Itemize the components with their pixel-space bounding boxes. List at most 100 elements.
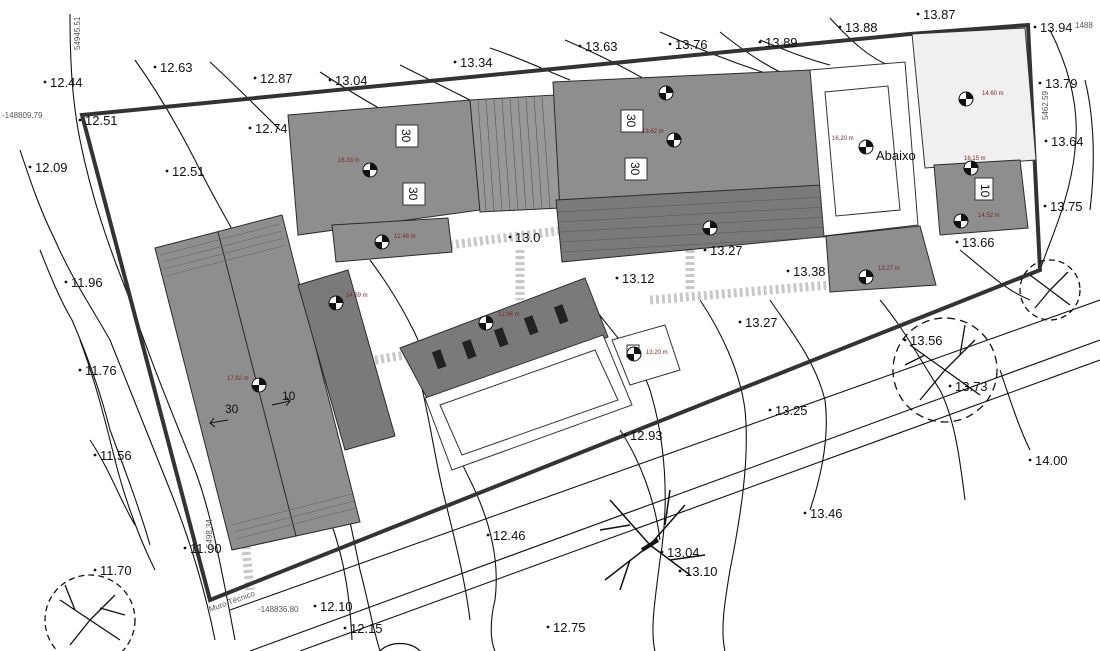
contour-line bbox=[959, 249, 1031, 301]
spot-elevation-label: 13.89 bbox=[765, 35, 798, 50]
slope-label: 30 bbox=[624, 114, 638, 128]
spot-elevation-label: 11.96 bbox=[71, 275, 103, 290]
tree bbox=[599, 489, 706, 591]
garden-gravel bbox=[911, 27, 1037, 169]
spot-elevation-label: 12.09 bbox=[35, 160, 68, 175]
road-edge bbox=[249, 339, 1100, 651]
level-marker bbox=[362, 162, 378, 178]
spot-elevation-label: 13.25 bbox=[775, 403, 808, 418]
level-marker bbox=[251, 377, 267, 393]
spot-elevation-dot bbox=[508, 235, 512, 239]
level-markers bbox=[251, 85, 979, 393]
contour-line bbox=[19, 149, 216, 641]
spot-elevation-dot bbox=[93, 453, 97, 457]
contour-line bbox=[999, 369, 1031, 451]
spot-elevation-label: 13.0 bbox=[515, 230, 540, 245]
spot-elevation-label: 13.27 bbox=[745, 315, 778, 330]
paving-strip bbox=[240, 539, 255, 591]
spot-elevation-dot bbox=[183, 546, 187, 550]
roof-elevation: 16.15 m bbox=[964, 156, 986, 162]
spot-elevation-label: 13.56 bbox=[910, 333, 943, 348]
spot-elevation-dot bbox=[153, 65, 157, 69]
spot-elevation-label: 12.46 bbox=[493, 528, 526, 543]
contour-line bbox=[369, 259, 497, 651]
spot-elevation-label: 13.75 bbox=[1050, 199, 1083, 214]
spot-elevation-dot bbox=[703, 248, 707, 252]
spot-elevation-dot bbox=[328, 78, 332, 82]
spot-elevation-label: 11.76 bbox=[85, 363, 117, 378]
roof-middle-slats bbox=[469, 94, 561, 213]
contour-line bbox=[719, 31, 781, 73]
roof-elevation: 12.96 m bbox=[498, 312, 520, 318]
spot-elevation-dot bbox=[948, 384, 952, 388]
spot-elevation-label: 13.79 bbox=[1045, 76, 1078, 91]
spot-elevation-dot bbox=[453, 60, 457, 64]
spot-elevation-dot bbox=[486, 533, 490, 537]
coord-left: -148809.79 bbox=[2, 111, 43, 120]
spot-elevation-label: 12.44 bbox=[50, 75, 83, 90]
level-marker bbox=[958, 91, 974, 107]
spot-elevation-label: 13.88 bbox=[845, 20, 878, 35]
spot-elevation-dot bbox=[768, 408, 772, 412]
level-marker bbox=[858, 139, 874, 155]
spot-elevation-dot bbox=[660, 550, 664, 554]
spot-elevation-label: 12.74 bbox=[255, 121, 288, 136]
spot-elevation-label: 13.04 bbox=[335, 73, 368, 88]
spot-elevation-dot bbox=[165, 169, 169, 173]
spot-elevation-label: 11.70 bbox=[100, 563, 132, 578]
coord-right-vertical: 5462.59 bbox=[1041, 91, 1050, 120]
contour-line bbox=[769, 299, 827, 511]
buildings bbox=[154, 27, 1037, 551]
spot-elevation-dot bbox=[28, 165, 32, 169]
roof-elevation: 13.62 m bbox=[642, 129, 664, 135]
level-marker bbox=[963, 160, 979, 176]
abaixo-label: Abaixo bbox=[876, 148, 916, 163]
spot-elevation-label: 12.87 bbox=[260, 71, 293, 86]
spot-elevation-label: 12.75 bbox=[553, 620, 586, 635]
tree bbox=[44, 574, 136, 651]
spot-elevation-label: 13.66 bbox=[962, 235, 995, 250]
spot-elevation-dot bbox=[64, 280, 68, 284]
level-marker bbox=[666, 132, 682, 148]
roof-right-lower bbox=[825, 225, 937, 293]
contour-line bbox=[699, 299, 747, 651]
spot-elevation-label: 13.94 bbox=[1040, 20, 1073, 35]
spot-elevation-dot bbox=[78, 118, 82, 122]
roof-left-annex bbox=[297, 269, 396, 451]
roof-upper-left bbox=[287, 99, 481, 236]
tree bbox=[1019, 259, 1081, 321]
roof-elevation: 13.20 m bbox=[646, 350, 668, 356]
contour-line bbox=[619, 429, 661, 541]
spot-elevation-label: 12.51 bbox=[172, 164, 205, 179]
contour-line bbox=[759, 39, 831, 66]
paving-paths bbox=[240, 225, 831, 591]
spot-elevation-label: 12.51 bbox=[85, 113, 118, 128]
spot-elevation-label: 12.15 bbox=[350, 621, 383, 636]
trees bbox=[44, 259, 1081, 651]
skylights bbox=[431, 304, 569, 370]
slope-label: 30 bbox=[406, 187, 420, 201]
spot-elevation-dot bbox=[668, 42, 672, 46]
roof-elevation: 14.52 m bbox=[978, 213, 1000, 219]
level-marker bbox=[658, 85, 674, 101]
spot-elevation-dot bbox=[313, 604, 317, 608]
spot-elevation-label: 11.90 bbox=[190, 541, 222, 556]
roof-elevation: 16.20 m bbox=[832, 136, 854, 142]
spot-elevation-label: 12.63 bbox=[160, 60, 193, 75]
spot-elevation-label: 13.38 bbox=[793, 264, 826, 279]
paving-strip bbox=[449, 225, 566, 250]
level-marker bbox=[953, 213, 969, 229]
spot-elevation-dot bbox=[93, 568, 97, 572]
spot-elevation-dot bbox=[343, 626, 347, 630]
contour-line bbox=[79, 339, 156, 571]
spot-elevation-dot bbox=[955, 240, 959, 244]
level-marker bbox=[858, 269, 874, 285]
slope-markers: 30 30 30 30 30 10 10 bbox=[209, 109, 994, 428]
roof-elevation: 16.33 m bbox=[338, 158, 360, 164]
spot-elevation-dot bbox=[786, 269, 790, 273]
spot-elevation-dot bbox=[43, 80, 47, 84]
roof-elevation: 17.82 m bbox=[227, 376, 249, 382]
level-marker bbox=[478, 315, 494, 331]
